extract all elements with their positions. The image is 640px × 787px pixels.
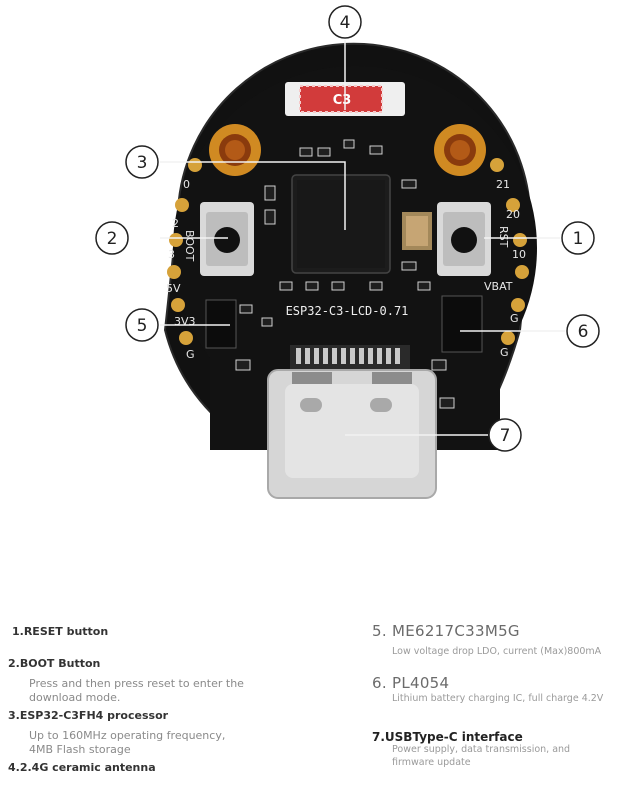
callout-5: 5	[125, 308, 159, 342]
antenna-text: C3	[333, 93, 352, 108]
mounting-hole-right	[434, 124, 486, 176]
legend-1-title: 1.RESET button	[12, 625, 109, 638]
legend-3-title: 3.ESP32-C3FH4 processor	[8, 709, 169, 722]
callout-6: 6	[566, 314, 600, 348]
callout-1: 1	[561, 221, 595, 255]
rst-label: RST	[497, 226, 510, 248]
legend-5-desc-1: Low voltage drop LDO, current (Max)800mA	[392, 646, 602, 657]
pin-label-g-right-1: G	[510, 312, 519, 325]
pin-label-g-left: G	[186, 348, 195, 361]
legend-3-desc-2: 4MB Flash storage	[29, 743, 131, 756]
charger-ic	[441, 295, 483, 353]
svg-text:3: 3	[137, 153, 148, 173]
board-diagram: C3 0 2 3 5V 3V3 G 21 20 10 VBAT G G BOOT	[95, 5, 600, 499]
callout-2: 2	[95, 221, 129, 255]
svg-text:6: 6	[578, 322, 589, 342]
ceramic-antenna: C3	[285, 82, 405, 116]
usb-c-connector[interactable]	[267, 345, 437, 499]
legend-2-desc-1: Press and then press reset to enter the	[29, 677, 244, 690]
legend-2-desc-2: download mode.	[29, 691, 121, 704]
ldo-ic	[205, 299, 237, 349]
callout-7: 7	[488, 418, 522, 452]
callout-3: 3	[125, 145, 159, 179]
legend-6-desc-1: Lithium battery charging IC, full charge…	[392, 693, 604, 704]
pin-label-20: 20	[506, 208, 520, 221]
legend-4-title: 4.2.4G ceramic antenna	[8, 761, 156, 774]
legend-2-title: 2.BOOT Button	[8, 657, 101, 670]
callout-lines	[160, 40, 565, 436]
esp32-chip	[291, 174, 391, 274]
svg-text:1: 1	[573, 229, 584, 249]
pin-label-3v3: 3V3	[174, 315, 196, 328]
model-label: ESP32-C3-LCD-0.71	[286, 304, 409, 318]
boot-label: BOOT	[183, 230, 196, 262]
smd-components	[235, 139, 483, 409]
callout-4: 4	[328, 5, 362, 39]
svg-text:4: 4	[340, 13, 351, 33]
svg-text:5: 5	[137, 316, 148, 336]
edge-pads	[167, 158, 529, 345]
pin-label-g-right-2: G	[500, 346, 509, 359]
pin-label-21: 21	[496, 178, 510, 191]
mounting-hole-left	[209, 124, 261, 176]
crystal	[402, 212, 432, 250]
legend-7-title: 7.USBType-C interface	[372, 730, 523, 744]
legend-5-title: 5. ME6217C33M5G	[372, 622, 520, 640]
svg-text:2: 2	[107, 229, 118, 249]
pin-label-0: 0	[183, 178, 190, 191]
svg-text:7: 7	[500, 426, 511, 446]
legend-3-desc-1: Up to 160MHz operating frequency,	[29, 729, 226, 742]
pin-label-10: 10	[512, 248, 526, 261]
legend-7-desc-1: Power supply, data transmission, and	[392, 744, 571, 755]
boot-button[interactable]	[200, 202, 254, 276]
pin-label-5v: 5V	[166, 282, 181, 295]
pin-label-2: 2	[172, 217, 179, 230]
reset-button[interactable]	[437, 202, 491, 276]
pin-label-3: 3	[168, 248, 175, 261]
pin-label-vbat: VBAT	[484, 280, 513, 293]
legend-6-title: 6. PL4054	[372, 674, 450, 692]
legend-7-desc-2: firmware update	[392, 757, 471, 768]
